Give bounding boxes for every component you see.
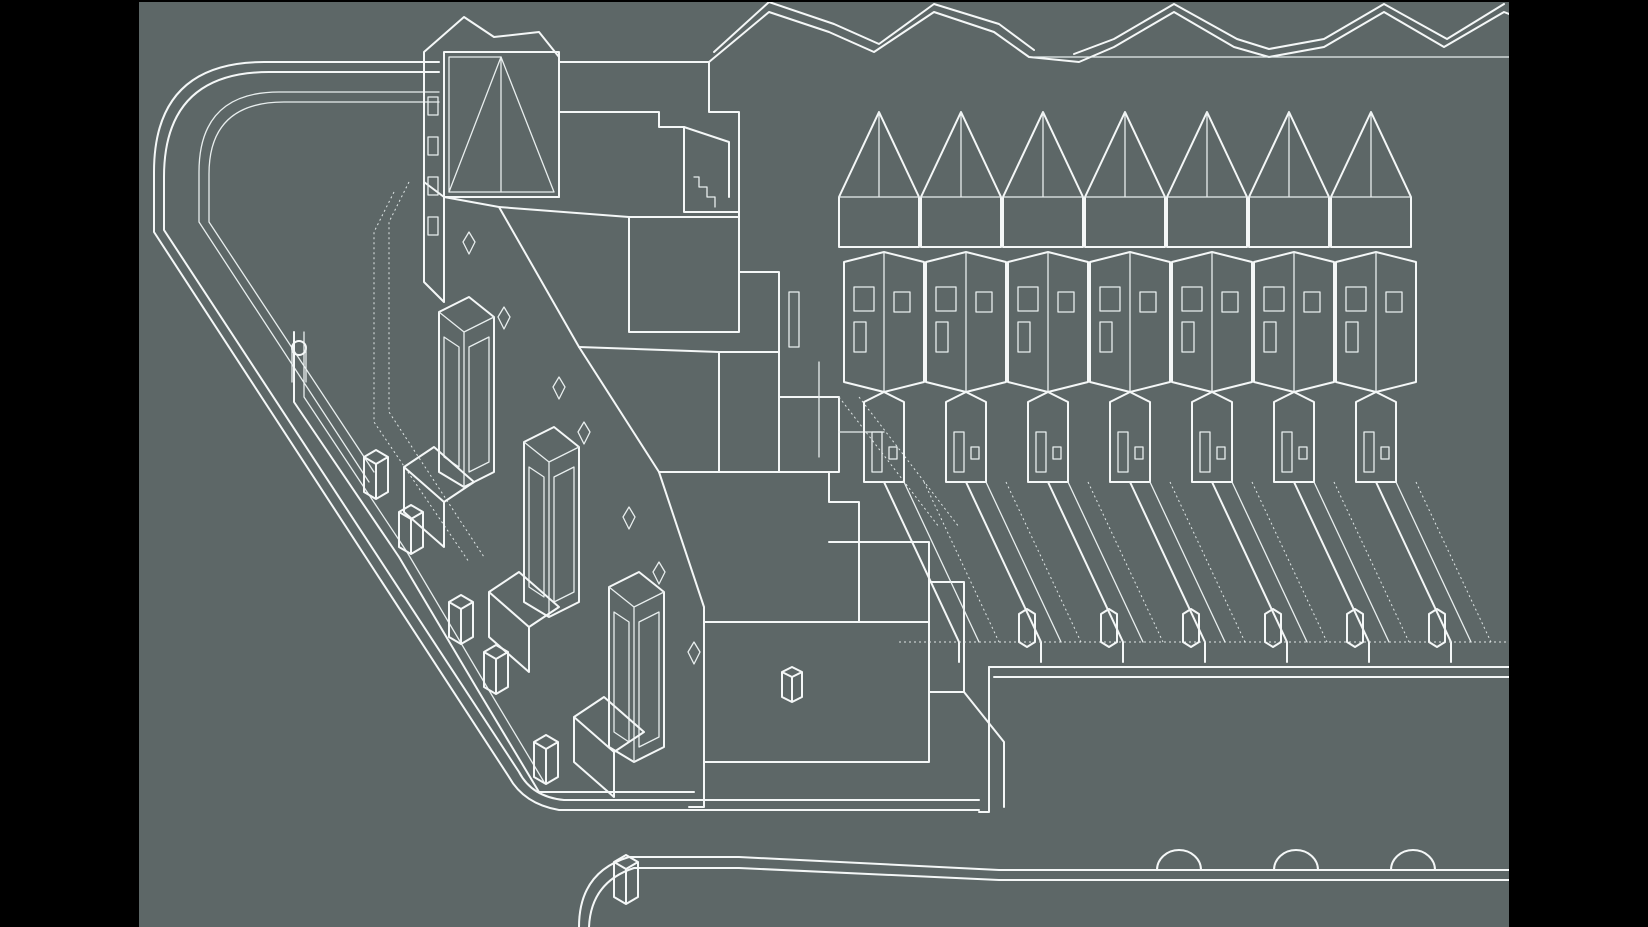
arch-2 <box>1273 849 1319 871</box>
setback-lines <box>373 181 485 563</box>
terraced-house-1 <box>838 111 1000 663</box>
courtyard <box>558 61 1005 808</box>
bay-window-1 <box>438 296 495 488</box>
bollard-4 <box>1264 608 1282 648</box>
bollard-3 <box>1182 608 1200 648</box>
bollard-5 <box>1346 608 1364 648</box>
terraced-house-7 <box>1330 111 1492 663</box>
street-arches <box>1156 849 1436 871</box>
forecourt <box>899 641 1509 813</box>
gate-piers <box>363 449 559 785</box>
lower-street <box>578 854 1509 927</box>
street-kerb <box>153 61 980 811</box>
terraced-house-5 <box>1166 111 1328 663</box>
terraced-house-4 <box>1084 111 1246 663</box>
bay-window-3 <box>608 571 665 763</box>
drawing-canvas <box>153 2 1509 927</box>
terrace-roofline <box>708 2 1509 63</box>
terraced-house-3 <box>1002 111 1164 663</box>
arch-1 <box>1156 849 1202 871</box>
bollard-6 <box>1428 608 1446 648</box>
arch-3 <box>1390 849 1436 871</box>
terraced-house-2 <box>920 111 1082 663</box>
axonometric-drawing <box>139 2 1509 927</box>
bollard-2 <box>1100 608 1118 648</box>
corner-block <box>363 16 720 808</box>
bay-window-2 <box>523 426 580 618</box>
terraced-house-6 <box>1248 111 1410 663</box>
bollard-1 <box>1018 608 1036 648</box>
driveway-bollards <box>1018 608 1446 648</box>
terraced-houses <box>838 111 1492 663</box>
